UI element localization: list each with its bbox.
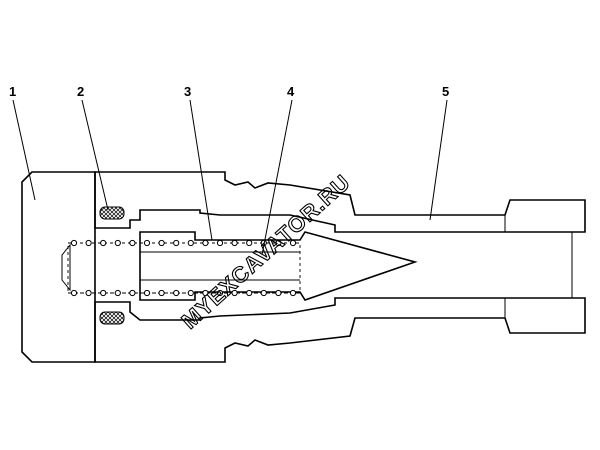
spring-coil [143,239,151,247]
callout-5: 5 [442,84,449,99]
part-5-body [94,171,586,363]
spring-coil [260,289,267,297]
spring-coil [85,239,92,247]
spring-coil [100,289,107,297]
part-3-spring [67,239,301,297]
spring-coil [216,289,224,297]
spring-coil [129,239,136,247]
spring-coil [231,289,238,297]
spring-coil [70,239,78,247]
spring-coil [100,239,107,247]
spring-coil [173,289,180,297]
callout-3: 3 [184,84,191,99]
spring-coil [275,239,282,247]
spring-coil [143,289,151,297]
spring-coil [231,239,238,247]
spring-coil [246,289,253,297]
part-4-poppet [139,231,418,301]
spring-coil [85,289,92,297]
spring-coil [114,239,121,247]
leader-lines [12,99,448,256]
spring-coil [129,289,136,297]
callout-2: 2 [77,84,84,99]
spring-coil [202,239,209,247]
spring-coil [216,239,224,247]
callout-1: 1 [9,84,16,99]
callout-labels: 1 2 3 4 5 [9,84,449,99]
spring-coil [114,289,121,297]
part-1-end-cap [21,171,96,363]
spring-coil [70,289,78,297]
spring-coil [246,239,253,247]
callout-4: 4 [287,84,295,99]
spring-coil [158,239,165,247]
part-2-seal [99,206,125,325]
spring-coil [202,289,209,297]
spring-coil [173,239,180,247]
spring-coil [158,289,165,297]
spring-coil [187,289,194,297]
spring-coil [275,289,282,297]
spring-coil [289,239,297,247]
spring-coil [187,239,194,247]
spring-coil [289,289,297,297]
